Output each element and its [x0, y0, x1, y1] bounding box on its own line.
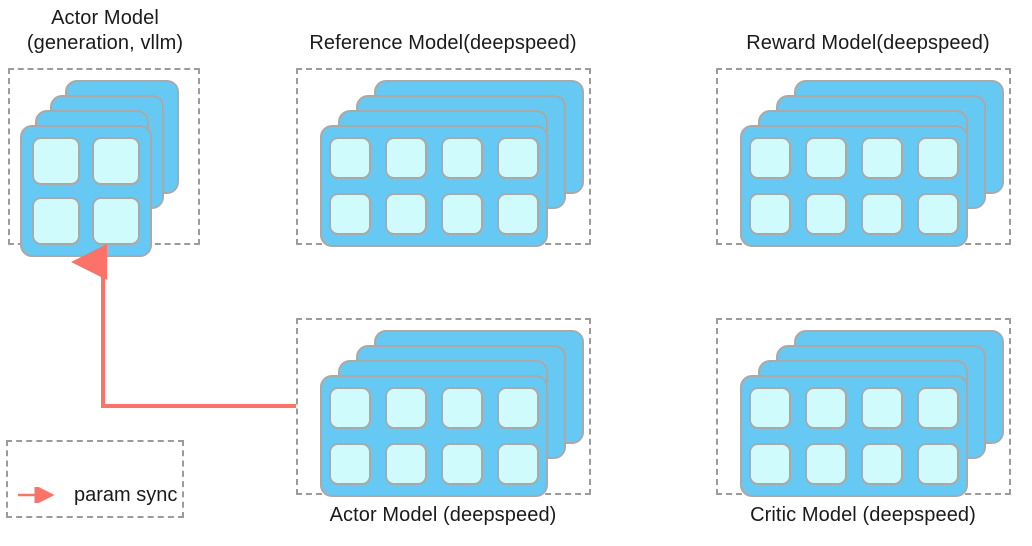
card-cell — [441, 387, 483, 429]
card-cell — [32, 197, 80, 245]
card-cell — [805, 137, 847, 179]
card-cell — [861, 137, 903, 179]
card-cell — [441, 443, 483, 485]
card-cell — [861, 387, 903, 429]
card-cell — [749, 387, 791, 429]
card-layer-1-front — [320, 125, 548, 247]
group-label-actor-vllm: Actor Model (generation, vllm) — [26, 7, 184, 54]
card-cell — [329, 387, 371, 429]
card-stack-reference-model — [296, 68, 591, 247]
legend-label-param-sync: param sync — [74, 484, 178, 506]
card-cell — [385, 137, 427, 179]
card-cell — [861, 443, 903, 485]
card-cell — [497, 443, 539, 485]
card-cell — [385, 193, 427, 235]
legend-container — [6, 440, 184, 518]
card-cell — [329, 443, 371, 485]
card-cell — [385, 443, 427, 485]
card-stack-actor-deepspeed — [296, 318, 591, 497]
card-cell — [441, 137, 483, 179]
card-cell — [805, 387, 847, 429]
card-stack-actor-vllm — [8, 68, 200, 257]
card-cell — [497, 387, 539, 429]
card-cell — [917, 193, 959, 235]
group-label-reference-model: Reference Model(deepspeed) — [309, 32, 577, 54]
card-cell — [92, 137, 140, 185]
card-cell — [441, 193, 483, 235]
group-label-reward-model: Reward Model(deepspeed) — [746, 32, 990, 54]
card-cell — [861, 193, 903, 235]
card-cell — [917, 137, 959, 179]
card-cell — [497, 137, 539, 179]
card-cell — [749, 137, 791, 179]
card-cell — [329, 137, 371, 179]
card-layer-1-front — [20, 125, 152, 257]
legend-item-param-sync: param sync — [16, 483, 177, 507]
card-cell — [917, 387, 959, 429]
card-cell — [805, 193, 847, 235]
param-sync-path — [71, 244, 296, 408]
card-cell — [92, 197, 140, 245]
card-cell — [32, 137, 80, 185]
card-layer-1-front — [740, 125, 968, 247]
group-label-critic-model: Critic Model (deepspeed) — [750, 504, 976, 526]
card-cell — [749, 193, 791, 235]
card-stack-reward-model — [716, 68, 1011, 247]
param-sync-arrow-icon — [18, 487, 55, 503]
card-cell — [749, 443, 791, 485]
card-cell — [917, 443, 959, 485]
card-stack-critic-model — [716, 318, 1011, 497]
card-layer-1-front — [740, 375, 968, 497]
card-layer-1-front — [320, 375, 548, 497]
card-cell — [805, 443, 847, 485]
group-label-actor-deepspeed: Actor Model (deepspeed) — [329, 504, 557, 526]
card-cell — [497, 193, 539, 235]
card-cell — [385, 387, 427, 429]
card-cell — [329, 193, 371, 235]
